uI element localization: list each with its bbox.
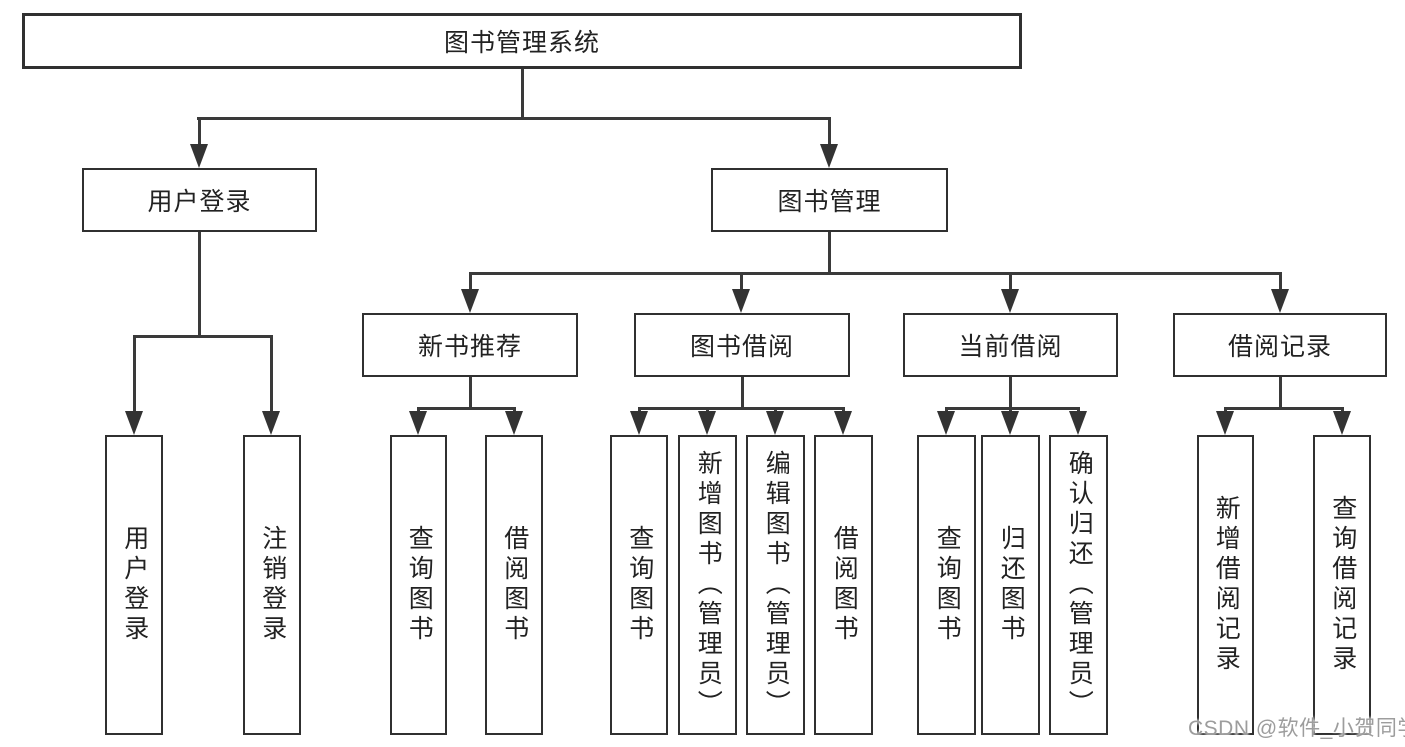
arrow-down-icon: [698, 411, 716, 435]
arrow-down-icon: [937, 411, 955, 435]
watermark: CSDN @软件_小贺同学: [1188, 717, 1405, 740]
arrow-down-icon: [732, 289, 750, 313]
connector-vertical: [1279, 377, 1282, 408]
node-new-book-recommendation: 新书推荐: [362, 313, 578, 377]
arrow-down-icon: [630, 411, 648, 435]
node-book-borrowing: 图书借阅: [634, 313, 850, 377]
arrow-down-icon: [409, 411, 427, 435]
node-label: 借阅图书: [830, 525, 859, 645]
connector-vertical: [1009, 272, 1012, 292]
node-label: 新书推荐: [417, 333, 522, 361]
leaf-newbook-query-book: 查询图书: [390, 435, 447, 735]
connector-vertical: [133, 335, 136, 413]
leaf-user-login: 用户登录: [105, 435, 163, 735]
connector-horizontal: [197, 117, 830, 120]
connector-horizontal: [945, 407, 1079, 410]
node-label: 确认归还（管理员）: [1065, 450, 1094, 720]
node-label: 用户登录: [147, 188, 252, 216]
connector-vertical: [521, 69, 524, 118]
arrow-down-icon: [1271, 289, 1289, 313]
arrow-down-icon: [505, 411, 523, 435]
node-label: 查询图书: [625, 525, 654, 645]
arrow-down-icon: [1333, 411, 1351, 435]
node-label: 注销登录: [258, 525, 287, 645]
leaf-records-add-record: 新增借阅记录: [1197, 435, 1254, 735]
connector-vertical: [198, 117, 201, 149]
node-label: 查询图书: [933, 525, 962, 645]
arrow-down-icon: [1069, 411, 1087, 435]
connector-vertical: [828, 117, 831, 149]
leaf-current-query-book: 查询图书: [917, 435, 976, 735]
arrow-down-icon: [820, 144, 838, 168]
node-label: 查询借阅记录: [1328, 495, 1357, 675]
node-label: 当前借阅: [958, 333, 1063, 361]
leaf-current-return-book: 归还图书: [981, 435, 1040, 735]
leaf-borrowing-add-book-admin: 新增图书（管理员）: [678, 435, 737, 735]
leaf-logout: 注销登录: [243, 435, 301, 735]
connector-horizontal: [133, 335, 272, 338]
arrow-down-icon: [125, 411, 143, 435]
leaf-borrowing-query-book: 查询图书: [610, 435, 668, 735]
node-borrowing-records: 借阅记录: [1173, 313, 1387, 377]
node-root: 图书管理系统: [22, 13, 1022, 69]
leaf-borrowing-borrow-book: 借阅图书: [814, 435, 873, 735]
node-label: 新增借阅记录: [1212, 495, 1241, 675]
connector-horizontal: [469, 272, 1281, 275]
connector-vertical: [198, 232, 201, 336]
node-label: 图书借阅: [689, 333, 794, 361]
arrow-down-icon: [834, 411, 852, 435]
leaf-records-query-record: 查询借阅记录: [1313, 435, 1371, 735]
node-label: 查询图书: [405, 525, 434, 645]
node-label: 借阅图书: [500, 525, 529, 645]
connector-vertical: [741, 377, 744, 408]
node-label: 图书管理系统: [443, 29, 600, 57]
leaf-newbook-borrow-book: 借阅图书: [485, 435, 543, 735]
arrow-down-icon: [461, 289, 479, 313]
arrow-down-icon: [1001, 289, 1019, 313]
node-current-borrowing: 当前借阅: [903, 313, 1118, 377]
node-user-login: 用户登录: [82, 168, 317, 232]
leaf-borrowing-edit-book-admin: 编辑图书（管理员）: [746, 435, 805, 735]
connector-vertical: [270, 335, 273, 413]
connector-vertical: [740, 272, 743, 292]
node-label: 归还图书: [997, 525, 1026, 645]
connector-horizontal: [417, 407, 515, 410]
arrow-down-icon: [190, 144, 208, 168]
arrow-down-icon: [262, 411, 280, 435]
arrow-down-icon: [1001, 411, 1019, 435]
connector-vertical: [469, 272, 472, 292]
node-label: 新增图书（管理员）: [694, 450, 723, 720]
connector-vertical: [1009, 377, 1012, 408]
node-label: 编辑图书（管理员）: [762, 450, 791, 720]
node-label: 借阅记录: [1227, 333, 1332, 361]
node-label: 图书管理: [777, 188, 882, 216]
connector-vertical: [1279, 272, 1282, 292]
arrow-down-icon: [1216, 411, 1234, 435]
node-label: 用户登录: [120, 525, 149, 645]
connector-horizontal: [1224, 407, 1343, 410]
connector-horizontal: [638, 407, 844, 410]
node-book-management: 图书管理: [711, 168, 948, 232]
connector-vertical: [469, 377, 472, 408]
arrow-down-icon: [766, 411, 784, 435]
leaf-current-confirm-return-admin: 确认归还（管理员）: [1049, 435, 1108, 735]
connector-vertical: [828, 232, 831, 273]
